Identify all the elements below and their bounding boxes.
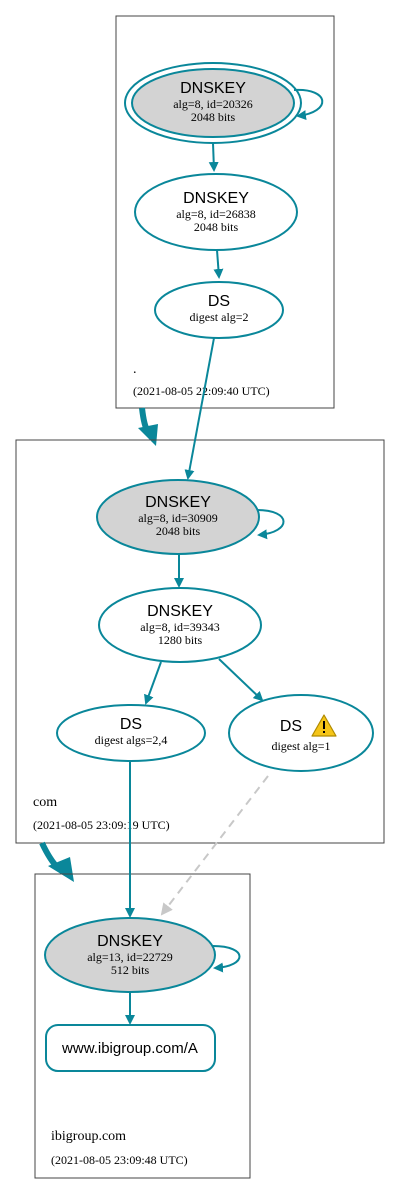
- zone-com-box: [15, 439, 385, 844]
- root-ksk-alg: alg=8, id=20326: [173, 97, 253, 111]
- com-ksk-alg: alg=8, id=30909: [138, 511, 218, 525]
- ibigroup-ksk-title: DNSKEY: [97, 933, 163, 950]
- com-ksk-node[interactable]: DNSKEY alg=8, id=30909 2048 bits: [96, 479, 260, 555]
- edge-root-ksk-to-zsk: [208, 142, 219, 172]
- root-ds-title: DS: [208, 293, 230, 310]
- com-ds-1-title: DS: [120, 716, 142, 733]
- com-ksk-title: DNSKEY: [145, 494, 211, 511]
- edge-root-ds-to-com-ksk: [184, 337, 215, 480]
- warning-icon: [311, 714, 337, 737]
- com-ksk-bits: 2048 bits: [156, 524, 201, 538]
- com-ds-2-title: DS: [280, 718, 302, 735]
- root-ksk-self-loop: [293, 88, 324, 121]
- root-ksk-node[interactable]: DNSKEY alg=8, id=20326 2048 bits: [124, 62, 302, 144]
- com-ds-2-digest: digest alg=1: [271, 739, 330, 753]
- com-zsk-node[interactable]: DNSKEY alg=8, id=39343 1280 bits: [98, 587, 262, 663]
- root-ksk-title: DNSKEY: [180, 80, 246, 97]
- delegation-com-to-ibigroup-head: [48, 857, 74, 882]
- ibigroup-ksk-alg: alg=13, id=22729: [87, 950, 173, 964]
- zone-com-label: com: [33, 795, 57, 810]
- zone-com-timestamp: (2021-08-05 23:09:19 UTC): [33, 818, 170, 832]
- root-zsk-bits: 2048 bits: [194, 220, 239, 234]
- zone-root-box: [115, 15, 335, 409]
- delegation-root-to-com-head: [138, 424, 158, 446]
- com-ds-1-digest: digest algs=2,4: [95, 733, 168, 747]
- zone-root-timestamp: (2021-08-05 22:09:40 UTC): [133, 384, 270, 398]
- edge-com-ds2-to-ibi-ksk: [160, 775, 269, 916]
- edge-com-zsk-to-ds1: [144, 661, 162, 705]
- root-zsk-title: DNSKEY: [183, 190, 249, 207]
- com-ds-1-node[interactable]: DS digest algs=2,4: [56, 704, 206, 762]
- com-zsk-title: DNSKEY: [147, 603, 213, 620]
- com-ds-2-node[interactable]: DS digest alg=1: [228, 694, 374, 772]
- zone-root-label: .: [133, 362, 137, 377]
- edge-com-zsk-to-ds2: [218, 658, 264, 702]
- zone-ibigroup-label: ibigroup.com: [51, 1129, 126, 1144]
- com-zsk-bits: 1280 bits: [158, 633, 203, 647]
- ibigroup-ksk-node[interactable]: DNSKEY alg=13, id=22729 512 bits: [44, 917, 216, 993]
- com-ksk-self-loop: [256, 509, 285, 540]
- zone-ibigroup-box: [34, 873, 251, 1179]
- root-ds-node[interactable]: DS digest alg=2: [154, 281, 284, 339]
- ibigroup-rrset-label: www.ibigroup.com/A: [61, 1040, 198, 1057]
- root-ksk-bits: 2048 bits: [191, 110, 236, 124]
- com-zsk-alg: alg=8, id=39343: [140, 620, 220, 634]
- edge-root-zsk-to-ds: [213, 249, 224, 279]
- root-zsk-node[interactable]: DNSKEY alg=8, id=26838 2048 bits: [134, 173, 298, 251]
- ibigroup-ksk-bits: 512 bits: [111, 963, 150, 977]
- zone-ibigroup-timestamp: (2021-08-05 23:09:48 UTC): [51, 1153, 188, 1167]
- ibigroup-ksk-self-loop: [212, 945, 241, 973]
- root-ds-digest: digest alg=2: [189, 310, 248, 324]
- ibigroup-rrset-node[interactable]: www.ibigroup.com/A: [45, 1024, 216, 1072]
- root-zsk-alg: alg=8, id=26838: [176, 207, 256, 221]
